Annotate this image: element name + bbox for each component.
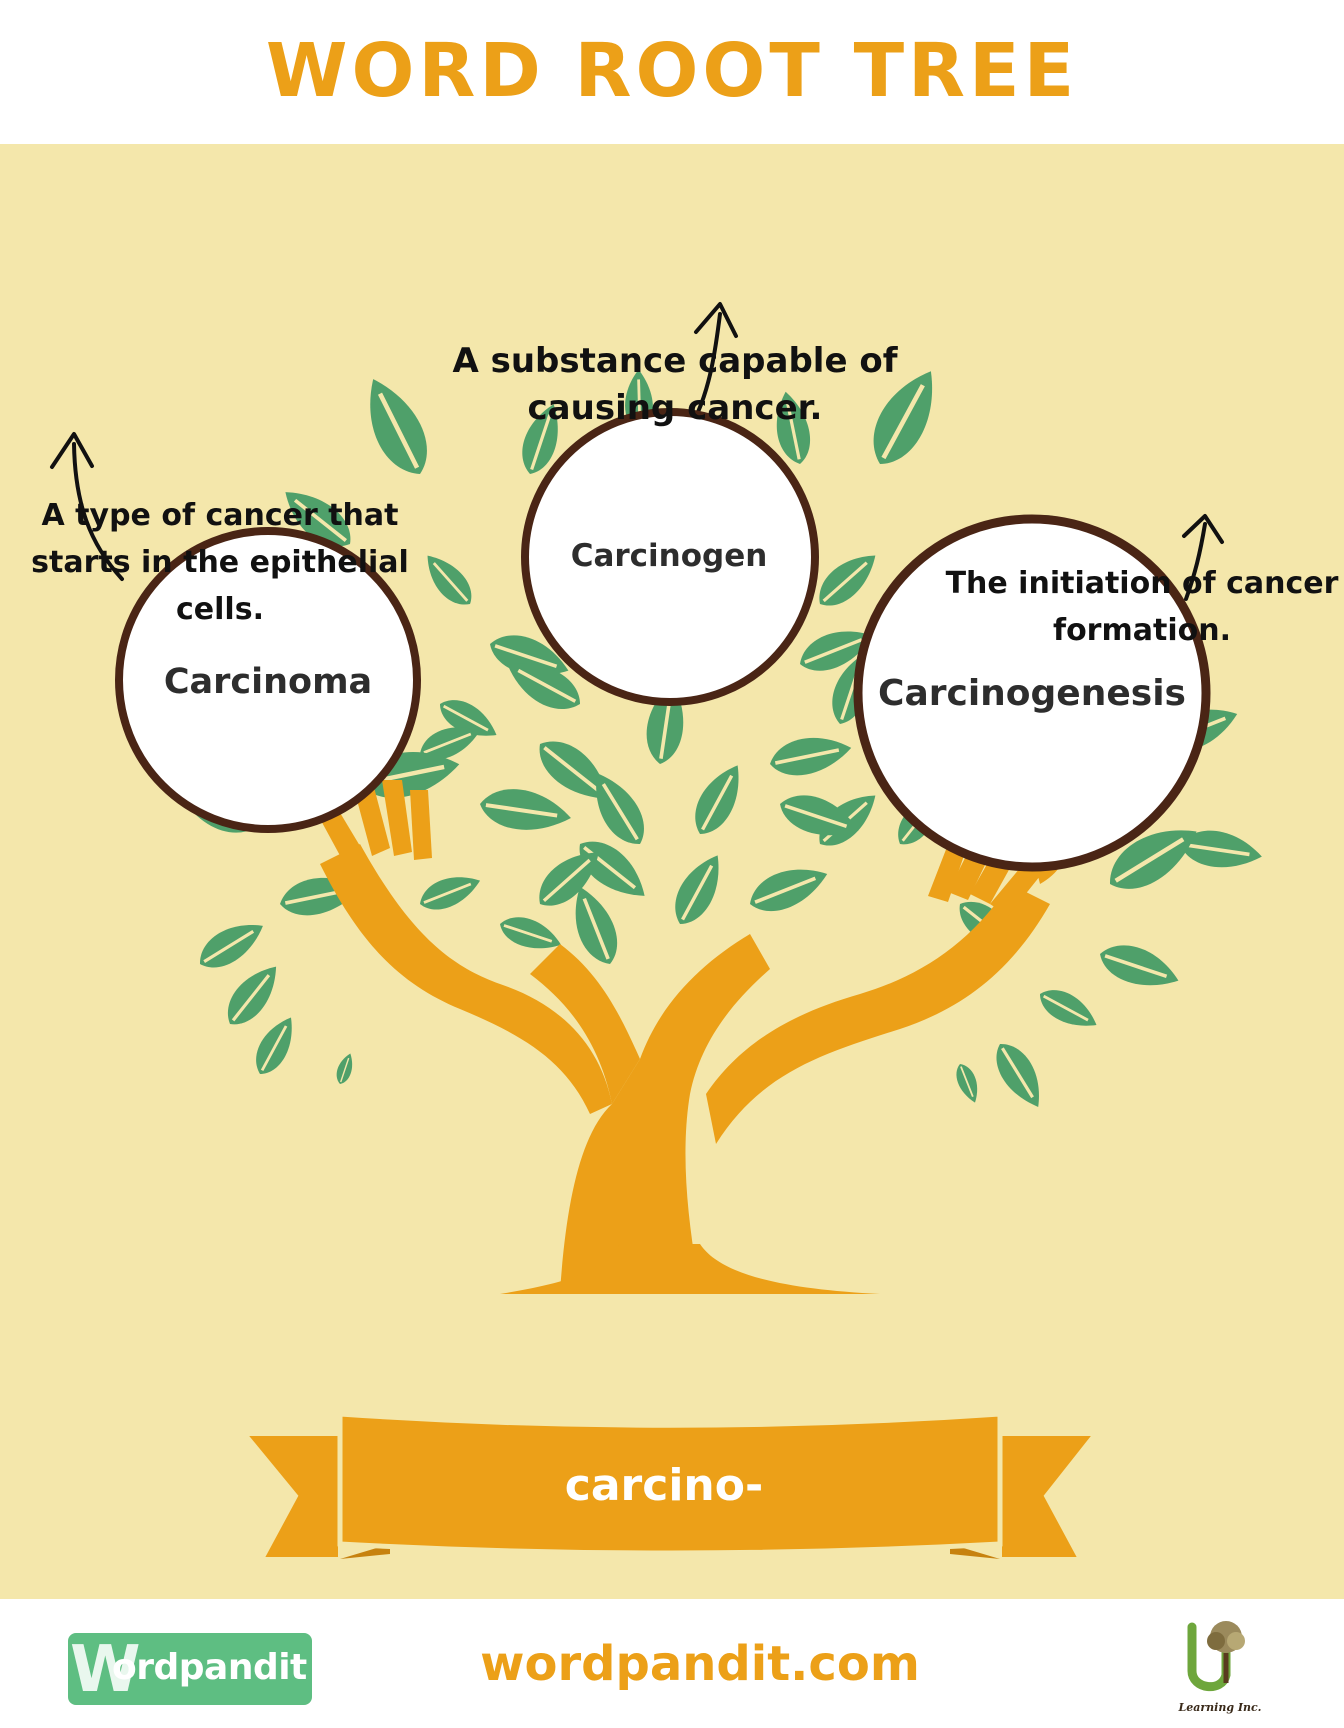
learning-inc-text: Learning Inc. [1178,1701,1262,1714]
leaf [332,1050,358,1087]
circle-carcinogenesis [853,514,1211,872]
leaf [215,955,291,1036]
leaf [189,910,273,979]
learning-inc-logo: Learning Inc. [1170,1613,1270,1721]
leaf [682,755,755,844]
word-carcinogenesis: Carcinogenesis [878,672,1186,714]
leaf [662,845,735,934]
page-title: WORD ROOT TREE [265,28,1079,114]
leaf [474,781,577,841]
leaf [413,866,487,918]
arrow-mid [696,312,722,414]
wordpandit-logo[interactable]: W ordpandit [68,1633,312,1705]
arrow-left-head [50,432,94,469]
arrow-right-head [1182,514,1224,544]
arrow-mid-head [694,302,738,338]
leaf [1032,979,1105,1039]
arrow-left [72,442,124,581]
tree-panel: A substance capable of causing cancer. A… [0,144,1344,1599]
definition-carcinogenesis: The initiation of cancer formation. [945,566,1339,648]
tree-logo-icon [1187,1621,1245,1692]
leaf [1092,934,1187,1000]
definition-carcinogen: A substance capable of causing cancer. [452,341,898,428]
circle-carcinogen [521,408,819,706]
word-carcinogen: Carcinogen [570,538,768,574]
header: WORD ROOT TREE [0,0,1344,144]
root-ribbon [240,1411,1100,1561]
arrows [50,302,1224,601]
word-carcinoma: Carcinoma [163,662,373,702]
leaf [415,544,482,615]
root-word: carcino- [564,1459,764,1511]
logo-initial: W [70,1633,141,1707]
leaf [764,728,857,783]
leaf [985,1033,1054,1117]
circle-carcinoma [115,527,421,833]
logo-text: ordpandit [112,1647,307,1688]
leaf [951,1059,985,1107]
word-circles [115,408,1211,872]
footer: W ordpandit wordpandit.com Learning Inc. [0,1599,1344,1728]
tree-illustration [50,302,1267,1561]
arrow-right [1184,522,1207,601]
site-url[interactable]: wordpandit.com [480,1636,920,1692]
definition-carcinoma: A type of cancer that starts in the epit… [31,498,409,627]
leaf [741,855,836,922]
leaf [245,1009,305,1082]
